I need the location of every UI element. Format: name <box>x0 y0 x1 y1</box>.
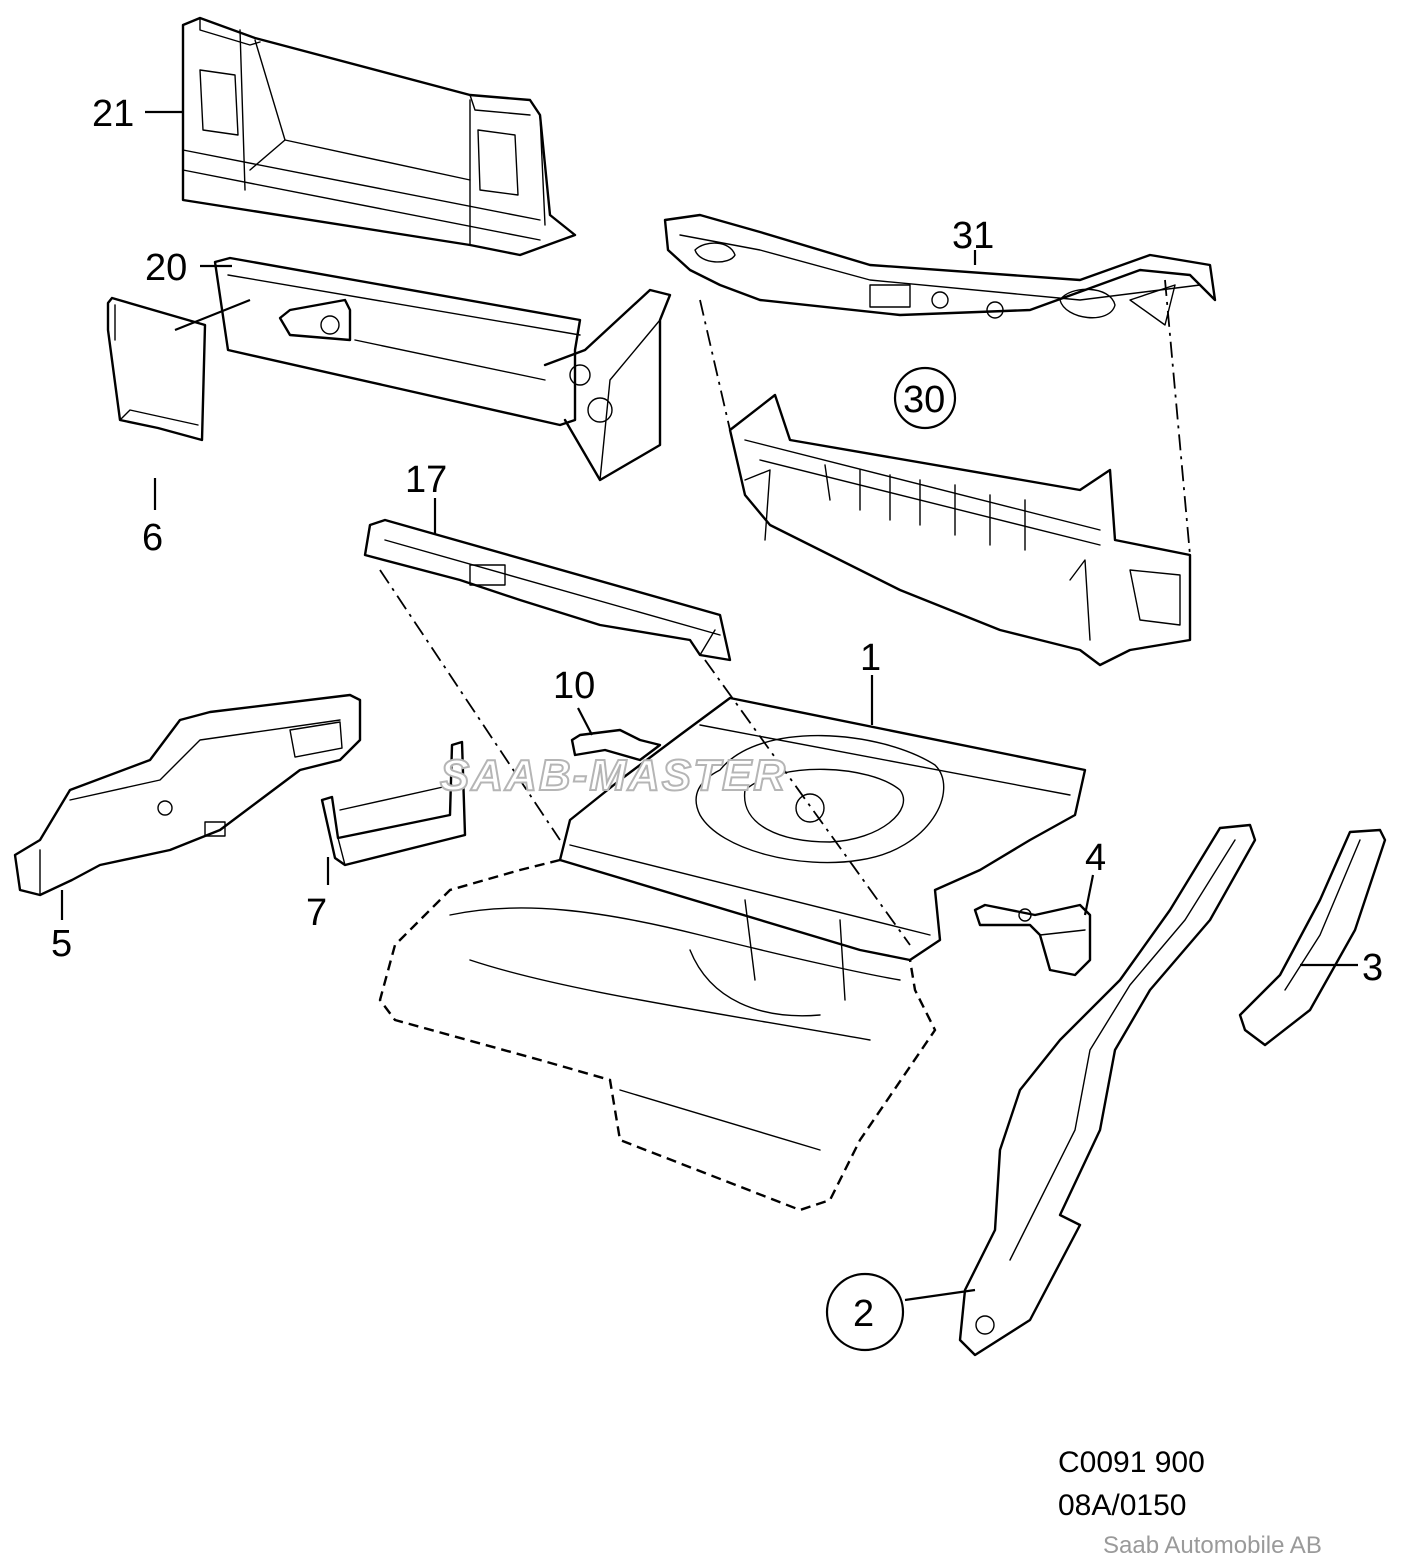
part-1-rear-floor <box>558 696 1087 962</box>
part-3-rail <box>1238 828 1387 1047</box>
callout-30: 30 <box>903 379 945 421</box>
part-1-floor-extension <box>378 858 937 1212</box>
callout-2: 2 <box>853 1293 874 1335</box>
assembly-line <box>1164 279 1191 556</box>
diagram-code: C0091 900 <box>1058 1446 1205 1479</box>
assembly-line <box>699 299 731 431</box>
callout-31: 31 <box>952 215 994 257</box>
callout-5: 5 <box>51 923 72 965</box>
part-6-bracket <box>106 296 207 442</box>
assembly-line <box>379 569 561 841</box>
part-2-side-rail <box>958 823 1257 1357</box>
part-7-bracket <box>320 740 467 867</box>
leader-4 <box>1083 874 1095 916</box>
copyright: Saab Automobile AB <box>1103 1532 1322 1559</box>
callout-2-ring <box>825 1272 905 1352</box>
leader-20b <box>174 298 251 332</box>
watermark: SAAB-MASTER <box>440 751 787 800</box>
part-30-rear-panel-lower <box>728 393 1192 667</box>
callout-17: 17 <box>405 459 447 501</box>
part-5-side-member <box>13 693 362 897</box>
callout-4: 4 <box>1085 837 1106 879</box>
leader-2 <box>904 1288 976 1302</box>
callout-3: 3 <box>1362 947 1383 989</box>
callout-20: 20 <box>145 247 187 289</box>
callout-30-ring <box>893 366 957 430</box>
part-31-rear-panel-upper <box>663 213 1217 326</box>
callout-7: 7 <box>306 892 327 934</box>
assembly-line <box>704 659 911 946</box>
part-20-cross-member <box>213 256 672 482</box>
callout-1: 1 <box>860 637 881 679</box>
part-17-reinforcement <box>363 518 732 662</box>
callout-6: 6 <box>142 517 163 559</box>
part-4-bracket <box>973 903 1092 977</box>
part-10-bracket <box>570 728 662 762</box>
leader-10 <box>577 707 593 736</box>
callout-21: 21 <box>92 93 134 135</box>
diagram-ref: 08A/0150 <box>1058 1489 1186 1522</box>
part-21-seat-frame <box>181 16 577 257</box>
callout-10: 10 <box>553 665 595 707</box>
